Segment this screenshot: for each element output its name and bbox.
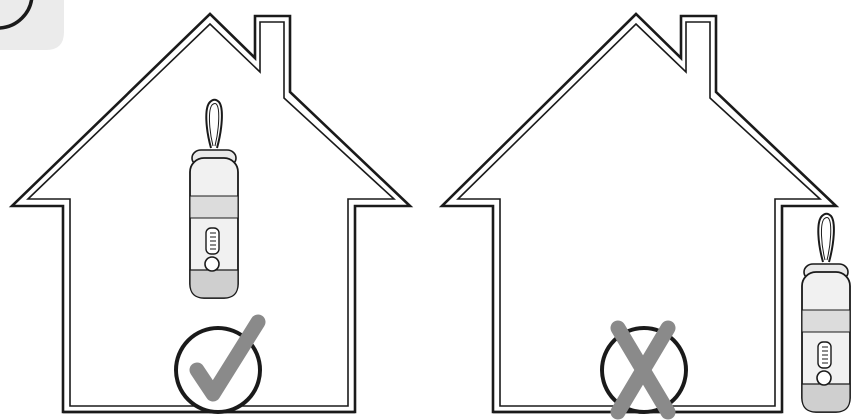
panel-correct	[12, 14, 410, 412]
panel-incorrect	[442, 14, 850, 412]
corner-badge	[0, 0, 64, 50]
x-mark-icon	[602, 328, 686, 412]
lantern-device-icon	[802, 214, 850, 412]
checkmark-icon	[176, 322, 260, 412]
lantern-device-icon	[190, 100, 238, 298]
